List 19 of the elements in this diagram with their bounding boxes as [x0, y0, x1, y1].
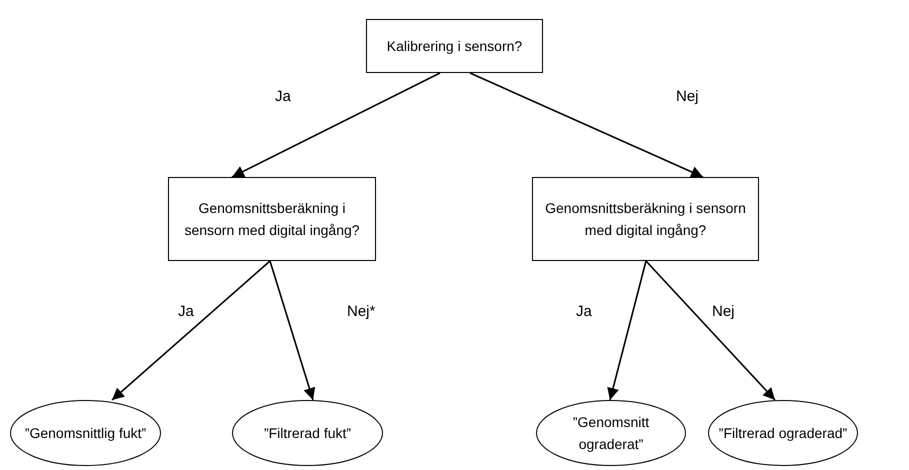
arrow [232, 72, 440, 178]
arrow [111, 260, 271, 401]
node-text: ”Filtrerad ograderad” [718, 424, 848, 443]
arrow [607, 260, 647, 400]
decision-box [366, 19, 543, 73]
node-text: ”Filtrerad fukt” [264, 424, 352, 443]
decision-box [168, 177, 376, 261]
node-text: Genomsnittsberäkning i sensorn med digital ingång? [183, 199, 361, 240]
arrow [470, 72, 704, 178]
edge-label: Nej [676, 88, 699, 106]
node-text: ”Genomsnittlig fukt” [24, 424, 146, 443]
node-text: Genomsnittsberäkning i sensorn med digital ingång? [544, 199, 747, 240]
node-text: ”Genomsnitt ograderat” [572, 413, 650, 454]
arrow [269, 260, 316, 400]
arrow [645, 260, 776, 401]
decision-box [532, 177, 759, 261]
edge-label: Nej* [347, 303, 376, 321]
node-text: Kalibrering i sensorn? [386, 37, 522, 56]
edge-label: Nej [712, 303, 735, 321]
